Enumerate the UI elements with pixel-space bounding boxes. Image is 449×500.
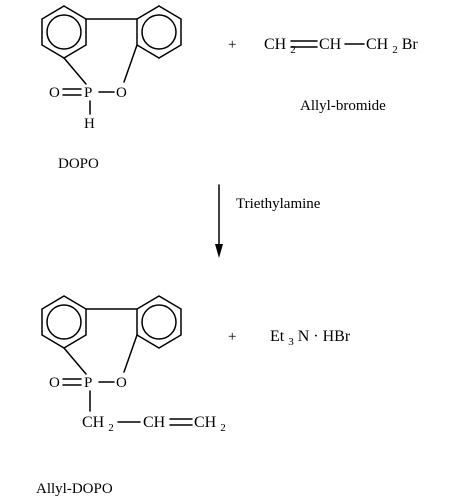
- allyl-chain-sub: 2: [108, 422, 114, 434]
- dopo-label: DOPO: [58, 156, 99, 172]
- dopo-atom-o-ring: O: [116, 85, 127, 101]
- allyl-dopo-atom-o-double: O: [49, 375, 60, 391]
- allyl-dopo-label: Allyl-DOPO: [36, 481, 113, 497]
- allyl-dopo-c-o-bond: [123, 334, 138, 373]
- allyl-chain-sub-terminal: 2: [220, 422, 226, 434]
- allyl-bromide-ch2: CH: [366, 36, 389, 53]
- allyl-bromide-br: Br: [402, 36, 419, 53]
- dopo-structure: O P O H: [41, 5, 182, 132]
- allyl-chain-ch2-terminal: CH: [194, 414, 217, 431]
- byproduct-hbr: HBr: [323, 328, 351, 345]
- svg-text:CH 2: CH 2: [82, 414, 114, 434]
- plus-sign-products: +: [228, 329, 236, 345]
- allyl-dopo-structure: O P O CH 2 CH CH 2: [41, 295, 226, 434]
- allyl-dopo-atom-o-ring: O: [116, 375, 127, 391]
- allyl-dopo-c-p-bond: [63, 347, 87, 375]
- byproduct-dot: ·: [313, 328, 318, 345]
- allyl-bromide-label: Allyl-bromide: [300, 98, 386, 114]
- allyl-dopo-left-aromatic-circle: [46, 304, 82, 340]
- svg-text:CH 2 Br: CH 2 Br: [366, 36, 418, 57]
- allyl-bromide-formula: CH 2 CH CH 2 Br: [264, 36, 418, 57]
- reaction-arrow-head: [215, 244, 223, 258]
- allyl-dopo-left-benzene-ring: [41, 295, 87, 349]
- allyl-bromide-sub: 2: [290, 44, 296, 56]
- dopo-c-p-bond: [63, 57, 87, 85]
- plus-sign-reactants: +: [228, 37, 236, 53]
- dopo-atom-h: H: [84, 116, 95, 132]
- byproduct-sub: 3: [288, 336, 294, 348]
- allyl-dopo-right-aromatic-circle: [141, 304, 177, 340]
- dopo-right-aromatic-circle: [141, 14, 177, 50]
- allyl-chain-ch: CH: [82, 414, 105, 431]
- dopo-left-benzene-ring: [41, 5, 87, 59]
- dopo-right-benzene-ring: [136, 5, 182, 59]
- dopo-atom-o-double: O: [49, 85, 60, 101]
- byproduct-et: Et: [270, 328, 285, 345]
- allyl-dopo-right-benzene-ring: [136, 295, 182, 349]
- allyl-bromide-ch: CH: [264, 36, 287, 53]
- allyl-dopo-atom-p: P: [84, 375, 92, 391]
- dopo-left-aromatic-circle: [46, 14, 82, 50]
- svg-text:Et 3 N · HBr: Et 3 N · HBr: [270, 328, 351, 349]
- allyl-bromide-sub2: 2: [392, 44, 398, 56]
- allyl-chain-ch-middle: CH: [143, 414, 166, 431]
- dopo-c-o-bond: [123, 44, 138, 83]
- reaction-arrow: [215, 184, 223, 258]
- byproduct-n: N: [298, 328, 310, 345]
- allyl-bromide-ch-middle: CH: [319, 36, 342, 53]
- svg-text:CH 2: CH 2: [194, 414, 226, 434]
- reagent-label: Triethylamine: [236, 196, 321, 212]
- dopo-atom-p: P: [84, 85, 92, 101]
- svg-text:CH 2: CH 2: [264, 36, 296, 56]
